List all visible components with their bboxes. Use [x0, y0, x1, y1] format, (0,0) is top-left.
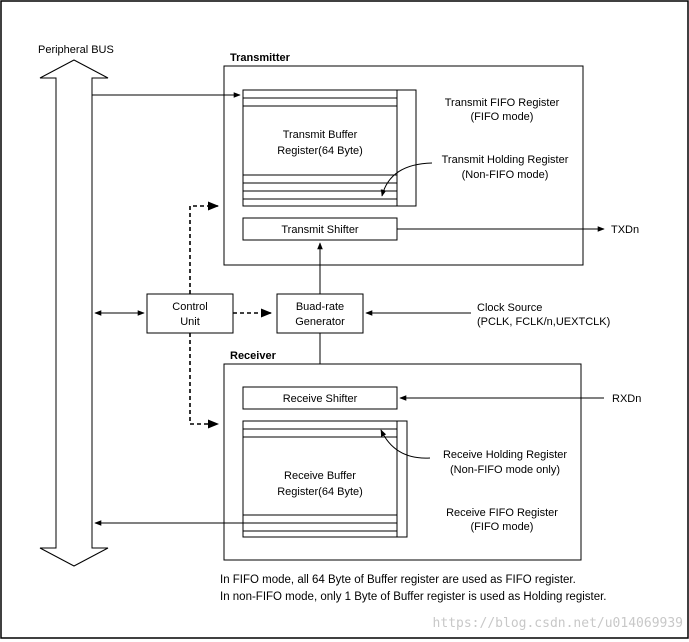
transmit-holding-label-line1: Transmit Holding Register [442, 154, 569, 166]
footnote-line1: In FIFO mode, all 64 Byte of Buffer regi… [220, 574, 576, 586]
transmit-buffer-label-line2: Register(64 Byte) [277, 145, 363, 157]
peripheral-bus-arrow [39, 59, 109, 567]
control-unit-line2: Unit [180, 316, 200, 328]
receive-holding-label-line1: Receive Holding Register [443, 449, 567, 461]
receive-buffer-label-line1: Receive Buffer [284, 470, 356, 482]
receive-buffer-register [242, 420, 398, 538]
transmit-holding-label-line2: (Non-FIFO mode) [462, 169, 549, 181]
rxd-label: RXDn [612, 393, 641, 405]
receive-shifter-box [242, 386, 398, 410]
receiver-title: Receiver [230, 350, 277, 362]
receive-fifo-label-line1: Receive FIFO Register [446, 507, 558, 519]
peripheral-bus-label: Peripheral BUS [38, 44, 114, 56]
receive-fifo-label-line2: (FIFO mode) [471, 521, 534, 533]
transmit-buffer-register [242, 89, 398, 207]
receive-holding-pointer [380, 429, 431, 459]
receive-holding-label-line2: (Non-FIFO mode only) [450, 464, 560, 476]
control-unit-box [146, 293, 234, 334]
transmit-buffer-label-line1: Transmit Buffer [283, 129, 358, 141]
transmit-fifo-label-line1: Transmit FIFO Register [445, 97, 560, 109]
clock-source-line2: (PCLK, FCLK/n,UEXTCLK) [477, 316, 610, 328]
receive-buffer-label-line2: Register(64 Byte) [277, 486, 363, 498]
baud-rate-generator-box [276, 293, 364, 334]
transmit-fifo-bracket [397, 89, 417, 207]
transmit-fifo-label-line2: (FIFO mode) [471, 111, 534, 123]
transmitter-title: Transmitter [230, 52, 291, 64]
txd-label: TXDn [611, 224, 639, 236]
control-unit-line1: Control [172, 301, 207, 313]
receive-shifter-label: Receive Shifter [283, 393, 358, 405]
transmit-shifter-label: Transmit Shifter [281, 224, 359, 236]
watermark: https://blog.csdn.net/u014069939 [433, 616, 683, 631]
receive-fifo-bracket [397, 420, 408, 538]
control-to-transmitter-dashed [189, 201, 220, 294]
clock-source-line1: Clock Source [477, 302, 542, 314]
control-to-receiver-dashed [189, 333, 220, 429]
footnote-line2: In non-FIFO mode, only 1 Byte of Buffer … [220, 591, 607, 603]
transmit-holding-pointer [380, 162, 433, 197]
baud-rate-line2: Generator [295, 316, 345, 328]
baud-rate-line1: Buad-rate [296, 301, 344, 313]
